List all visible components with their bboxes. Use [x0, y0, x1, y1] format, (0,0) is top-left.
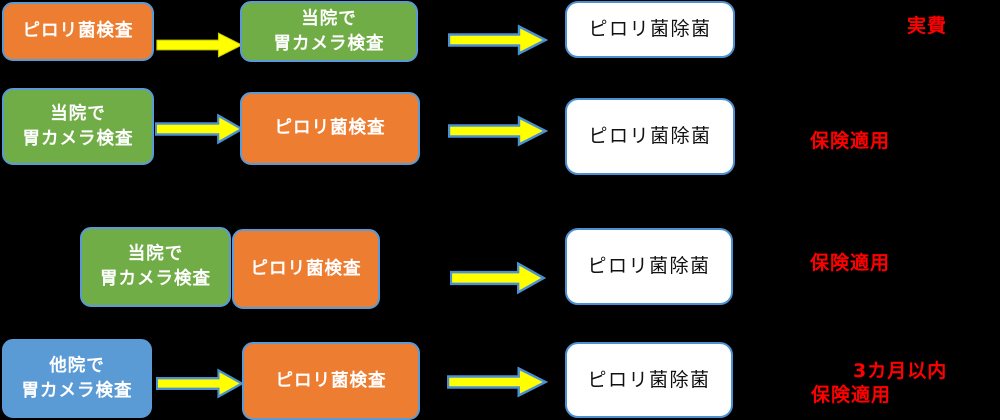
step-box: ピロリ菌除菌 [565, 342, 733, 418]
step-box: ピロリ菌検査 [242, 342, 420, 420]
note-label: 保険適用 [810, 252, 891, 274]
step-box: 当院で 胃カメラ検査 [2, 88, 154, 165]
note-label: 3カ月以内 [853, 360, 948, 382]
step-box: 他院で 胃カメラ検査 [2, 339, 152, 418]
step-box: ピロリ菌除菌 [565, 1, 735, 58]
step-box: ピロリ菌検査 [240, 92, 420, 165]
arrow-right-icon [448, 115, 548, 147]
arrow-right-icon [156, 368, 244, 399]
step-box: ピロリ菌除菌 [565, 98, 735, 175]
arrow-right-icon [450, 261, 546, 295]
note-label: 保険適用 [811, 384, 892, 406]
arrow-right-icon [448, 24, 548, 56]
step-box: 当院で 胃カメラ検査 [80, 227, 231, 307]
arrow-right-icon [156, 31, 244, 59]
step-box: 当院で 胃カメラ検査 [240, 1, 418, 62]
step-box: ピロリ菌除菌 [565, 228, 733, 305]
note-label: 保険適用 [810, 130, 891, 152]
step-box: ピロリ菌検査 [2, 2, 154, 61]
arrow-right-icon [447, 366, 548, 398]
note-label: 実費 [907, 15, 948, 37]
step-box: ピロリ菌検査 [232, 229, 380, 309]
arrow-right-icon [155, 113, 244, 145]
